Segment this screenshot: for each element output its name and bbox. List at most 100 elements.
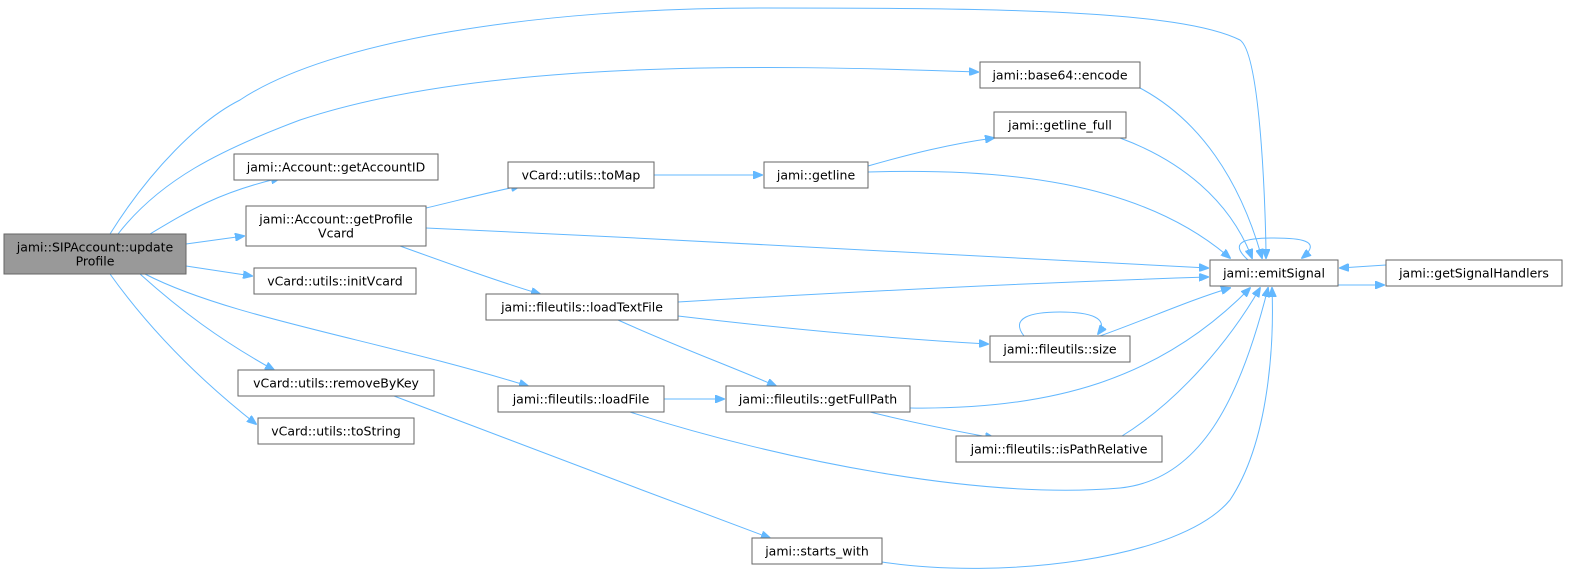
node-label-isPathRelative-0: jami::fileutils::isPathRelative [970, 442, 1148, 457]
edge-getProfileVcard-to-loadTextFile [399, 245, 540, 294]
node-box-getFullPath [725, 385, 911, 413]
edge-line-root-to-removeByKey [139, 273, 274, 370]
node-toMap[interactable]: vCard::utils::toMap [507, 161, 655, 189]
edge-getline-to-getline_full [867, 138, 994, 167]
edge-line-getProfileVcard-to-toMap [425, 186, 520, 209]
node-getAccountID[interactable]: jami::Account::getAccountID [233, 153, 439, 181]
edge-base64encode-to-emitSignal [1139, 87, 1262, 258]
edge-getFullPath-to-isPathRelative [869, 411, 994, 438]
edge-size-to-size [1018, 311, 1101, 337]
node-initVcard[interactable]: vCard::utils::initVcard [253, 267, 417, 295]
node-loadTextFile[interactable]: jami::fileutils::loadTextFile [485, 293, 679, 321]
node-size[interactable]: jami::fileutils::size [989, 335, 1131, 363]
node-base64encode[interactable]: jami::base64::encode [979, 61, 1141, 89]
edge-root-to-loadFile [144, 273, 528, 386]
node-box-size [989, 335, 1131, 363]
node-box-base64encode [979, 61, 1141, 89]
node-label-toString-0: vCard::utils::toString [271, 424, 401, 439]
edge-root-to-removeByKey [139, 273, 274, 370]
node-label-getAccountID-0: jami::Account::getAccountID [246, 160, 425, 175]
node-box-getline_full [993, 111, 1127, 139]
node-label-starts_with-0: jami::starts_with [764, 544, 869, 559]
node-getline_full[interactable]: jami::getline_full [993, 111, 1127, 139]
edge-starts_with-to-emitSignal [881, 288, 1272, 569]
edge-root-to-initVcard [185, 265, 252, 276]
node-box-getline [763, 161, 869, 189]
node-getSignalHandlers[interactable]: jami::getSignalHandlers [1385, 259, 1563, 287]
node-label-getProfileVcard-0: jami::Account::getProfile [258, 212, 413, 227]
node-label-getline_full-0: jami::getline_full [1007, 118, 1112, 133]
edge-line-getFullPath-to-isPathRelative [869, 411, 994, 438]
node-box-loadTextFile [485, 293, 679, 321]
node-getFullPath[interactable]: jami::fileutils::getFullPath [725, 385, 911, 413]
node-box-getProfileVcard [245, 205, 427, 247]
node-label-size-0: jami::fileutils::size [1002, 342, 1116, 357]
node-box-initVcard [253, 267, 417, 295]
edge-line-root-to-getAccountID [149, 178, 280, 235]
edge-line-getline-to-getline_full [867, 138, 994, 167]
edge-loadTextFile-to-size [677, 315, 988, 344]
edge-line-root-to-base64encode [117, 67, 978, 235]
edge-line-loadFile-to-emitSignal [629, 288, 1268, 491]
edge-getline-to-emitSignal [867, 170, 1230, 258]
node-box-getAccountID [233, 153, 439, 181]
edge-getProfileVcard-to-emitSignal [425, 227, 1208, 268]
node-label-getProfileVcard-1: Vcard [318, 226, 354, 241]
edge-getline_full-to-emitSignal [1119, 137, 1252, 258]
edge-loadFile-to-emitSignal [629, 288, 1268, 491]
node-loadFile[interactable]: jami::fileutils::loadFile [497, 385, 665, 413]
edge-line-isPathRelative-to-emitSignal [1121, 288, 1260, 437]
node-box-loadFile [497, 385, 665, 413]
node-toString[interactable]: vCard::utils::toString [257, 417, 415, 445]
node-label-root-1: Profile [76, 254, 115, 269]
edge-line-getFullPath-to-emitSignal [909, 288, 1250, 409]
node-box-root [3, 233, 187, 275]
edge-size-to-emitSignal [1099, 288, 1230, 337]
edge-line-root-to-loadFile [144, 273, 528, 386]
node-label-getSignalHandlers-0: jami::getSignalHandlers [1398, 266, 1549, 281]
edge-line-getSignalHandlers-to-emitSignal [1340, 265, 1387, 268]
edge-loadTextFile-to-getFullPath [617, 319, 776, 386]
edge-getProfileVcard-to-toMap [425, 186, 520, 209]
node-getline[interactable]: jami::getline [763, 161, 869, 189]
edge-line-size-to-emitSignal [1099, 288, 1230, 337]
edge-line-base64encode-to-emitSignal [1139, 87, 1262, 258]
edge-getFullPath-to-emitSignal [909, 288, 1250, 409]
node-box-starts_with [751, 537, 883, 565]
edge-isPathRelative-to-emitSignal [1121, 288, 1260, 437]
edge-root-to-emitSignal [109, 7, 1266, 258]
node-label-base64encode-0: jami::base64::encode [991, 68, 1127, 83]
node-label-emitSignal-0: jami::emitSignal [1222, 266, 1325, 281]
edge-getSignalHandlers-to-emitSignal [1340, 265, 1387, 268]
edge-line-root-to-toString [109, 273, 256, 424]
edge-line-starts_with-to-emitSignal [881, 288, 1272, 569]
edge-line-root-to-getProfileVcard [185, 236, 244, 245]
edge-removeByKey-to-starts_with [393, 395, 770, 538]
edge-root-to-getAccountID [149, 178, 280, 235]
node-isPathRelative[interactable]: jami::fileutils::isPathRelative [955, 435, 1163, 463]
node-label-root-0: jami::SIPAccount::update [16, 240, 174, 255]
edge-line-emitSignal-to-emitSignal [1239, 237, 1310, 261]
node-label-initVcard-0: vCard::utils::initVcard [267, 274, 402, 289]
edge-line-getline-to-emitSignal [867, 170, 1230, 258]
node-box-removeByKey [237, 369, 435, 397]
node-removeByKey[interactable]: vCard::utils::removeByKey [237, 369, 435, 397]
node-label-getline-0: jami::getline [776, 168, 856, 183]
node-label-loadFile-0: jami::fileutils::loadFile [512, 392, 650, 407]
edge-line-root-to-initVcard [185, 265, 252, 276]
node-box-getSignalHandlers [1385, 259, 1563, 287]
edge-line-getProfileVcard-to-loadTextFile [399, 245, 540, 294]
node-box-toMap [507, 161, 655, 189]
node-starts_with[interactable]: jami::starts_with [751, 537, 883, 565]
edge-line-removeByKey-to-starts_with [393, 395, 770, 538]
node-label-loadTextFile-0: jami::fileutils::loadTextFile [500, 300, 663, 315]
edge-emitSignal-to-emitSignal [1239, 237, 1310, 261]
node-box-emitSignal [1209, 259, 1339, 287]
node-label-toMap-0: vCard::utils::toMap [522, 168, 641, 183]
edge-line-loadTextFile-to-getFullPath [617, 319, 776, 386]
node-emitSignal[interactable]: jami::emitSignal [1209, 259, 1339, 287]
edge-loadTextFile-to-emitSignal [677, 277, 1208, 303]
